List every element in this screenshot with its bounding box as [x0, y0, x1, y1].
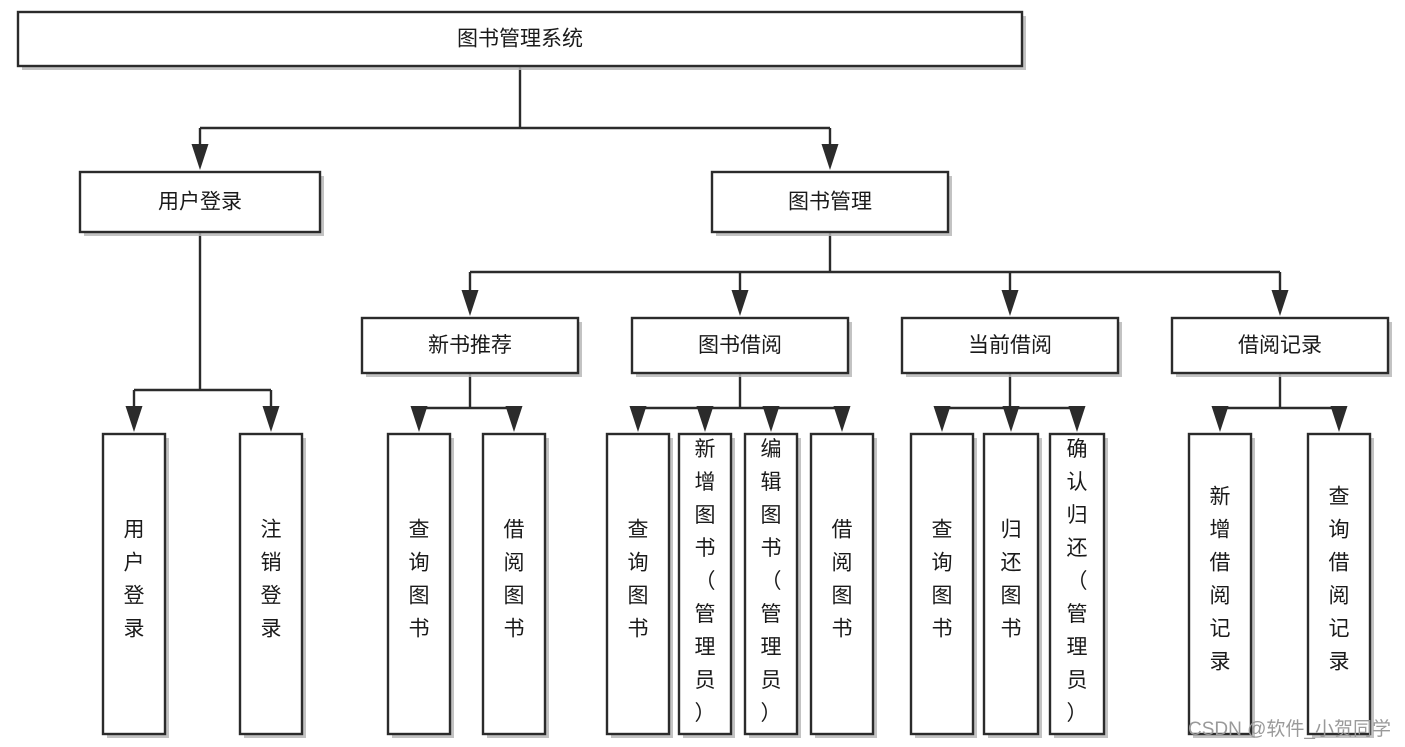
user-login-to-leaves-branch-1-head: [262, 406, 280, 432]
node-label: 新书推荐: [428, 334, 512, 357]
node-label: 借阅图书: [504, 519, 525, 641]
node-leaf-8[interactable]: 查询图书: [909, 432, 977, 738]
node-label: 新增借阅记录: [1210, 486, 1231, 674]
node-label: 编辑图书（管理员）: [761, 438, 782, 725]
node-leaf-7[interactable]: 借阅图书: [809, 432, 877, 738]
borrow-to-leaves-branch-1-head: [696, 406, 714, 432]
node-label: 当前借阅: [968, 334, 1052, 357]
node-leaf-12[interactable]: 查询借阅记录: [1306, 432, 1374, 738]
root-to-level1-branch-0-head: [191, 144, 209, 170]
node-label: 用户登录: [124, 519, 145, 641]
node-leaf-0[interactable]: 用户登录: [101, 432, 169, 738]
node-leaf-11[interactable]: 新增借阅记录: [1187, 432, 1255, 738]
node-level2-3[interactable]: 借阅记录: [1170, 316, 1392, 377]
book-mgmt-to-level2-branch-0-head: [461, 290, 479, 316]
node-label: 图书借阅: [698, 334, 782, 357]
borrow-to-leaves-branch-2-head: [762, 406, 780, 432]
current-to-leaves-branch-2-head: [1068, 406, 1086, 432]
current-to-leaves-branch-0-head: [933, 406, 951, 432]
node-level1-0[interactable]: 用户登录: [78, 170, 324, 236]
node-leaf-10[interactable]: 确认归还（管理员）: [1048, 432, 1108, 738]
node-label: 图书管理: [788, 191, 872, 214]
node-label: 查询图书: [409, 519, 430, 641]
node-label: 新增图书（管理员）: [695, 438, 716, 725]
connector-layer: [125, 66, 1348, 432]
node-label: 借阅记录: [1238, 334, 1322, 357]
node-level1-1[interactable]: 图书管理: [710, 170, 952, 236]
node-level2-0[interactable]: 新书推荐: [360, 316, 582, 377]
borrow-to-leaves-branch-3-head: [833, 406, 851, 432]
new-book-to-leaves-branch-0-head: [410, 406, 428, 432]
node-root-book-management-system[interactable]: 图书管理系统: [16, 10, 1026, 70]
root-to-level1-branch-1-head: [821, 144, 839, 170]
node-level2-2[interactable]: 当前借阅: [900, 316, 1122, 377]
node-leaf-3[interactable]: 借阅图书: [481, 432, 549, 738]
records-to-leaves-branch-1-head: [1330, 406, 1348, 432]
node-leaf-2[interactable]: 查询图书: [386, 432, 454, 738]
node-label: 确认归还（管理员）: [1067, 438, 1088, 725]
node-label: 图书管理系统: [457, 28, 583, 51]
borrow-to-leaves-branch-0-head: [629, 406, 647, 432]
node-label: 用户登录: [158, 191, 242, 214]
node-label: 查询借阅记录: [1329, 486, 1350, 674]
node-leaf-1[interactable]: 注销登录: [238, 432, 306, 738]
node-leaf-9[interactable]: 归还图书: [982, 432, 1042, 738]
user-login-to-leaves-branch-0-head: [125, 406, 143, 432]
book-mgmt-to-level2-branch-1-head: [731, 290, 749, 316]
node-label: 借阅图书: [832, 519, 853, 641]
node-label: 注销登录: [261, 519, 282, 641]
node-leaf-5[interactable]: 新增图书（管理员）: [677, 432, 735, 738]
node-label: 查询图书: [628, 519, 649, 641]
records-to-leaves-branch-0-head: [1211, 406, 1229, 432]
node-label: 归还图书: [1001, 519, 1022, 641]
node-leaf-4[interactable]: 查询图书: [605, 432, 673, 738]
node-level2-1[interactable]: 图书借阅: [630, 316, 852, 377]
book-mgmt-to-level2-branch-2-head: [1001, 290, 1019, 316]
current-to-leaves-branch-1-head: [1002, 406, 1020, 432]
new-book-to-leaves-branch-1-head: [505, 406, 523, 432]
book-mgmt-to-level2-branch-3-head: [1271, 290, 1289, 316]
node-label: 查询图书: [932, 519, 953, 641]
node-layer: 图书管理系统用户登录图书管理新书推荐图书借阅当前借阅借阅记录用户登录注销登录查询…: [16, 10, 1392, 738]
node-leaf-6[interactable]: 编辑图书（管理员）: [743, 432, 801, 738]
